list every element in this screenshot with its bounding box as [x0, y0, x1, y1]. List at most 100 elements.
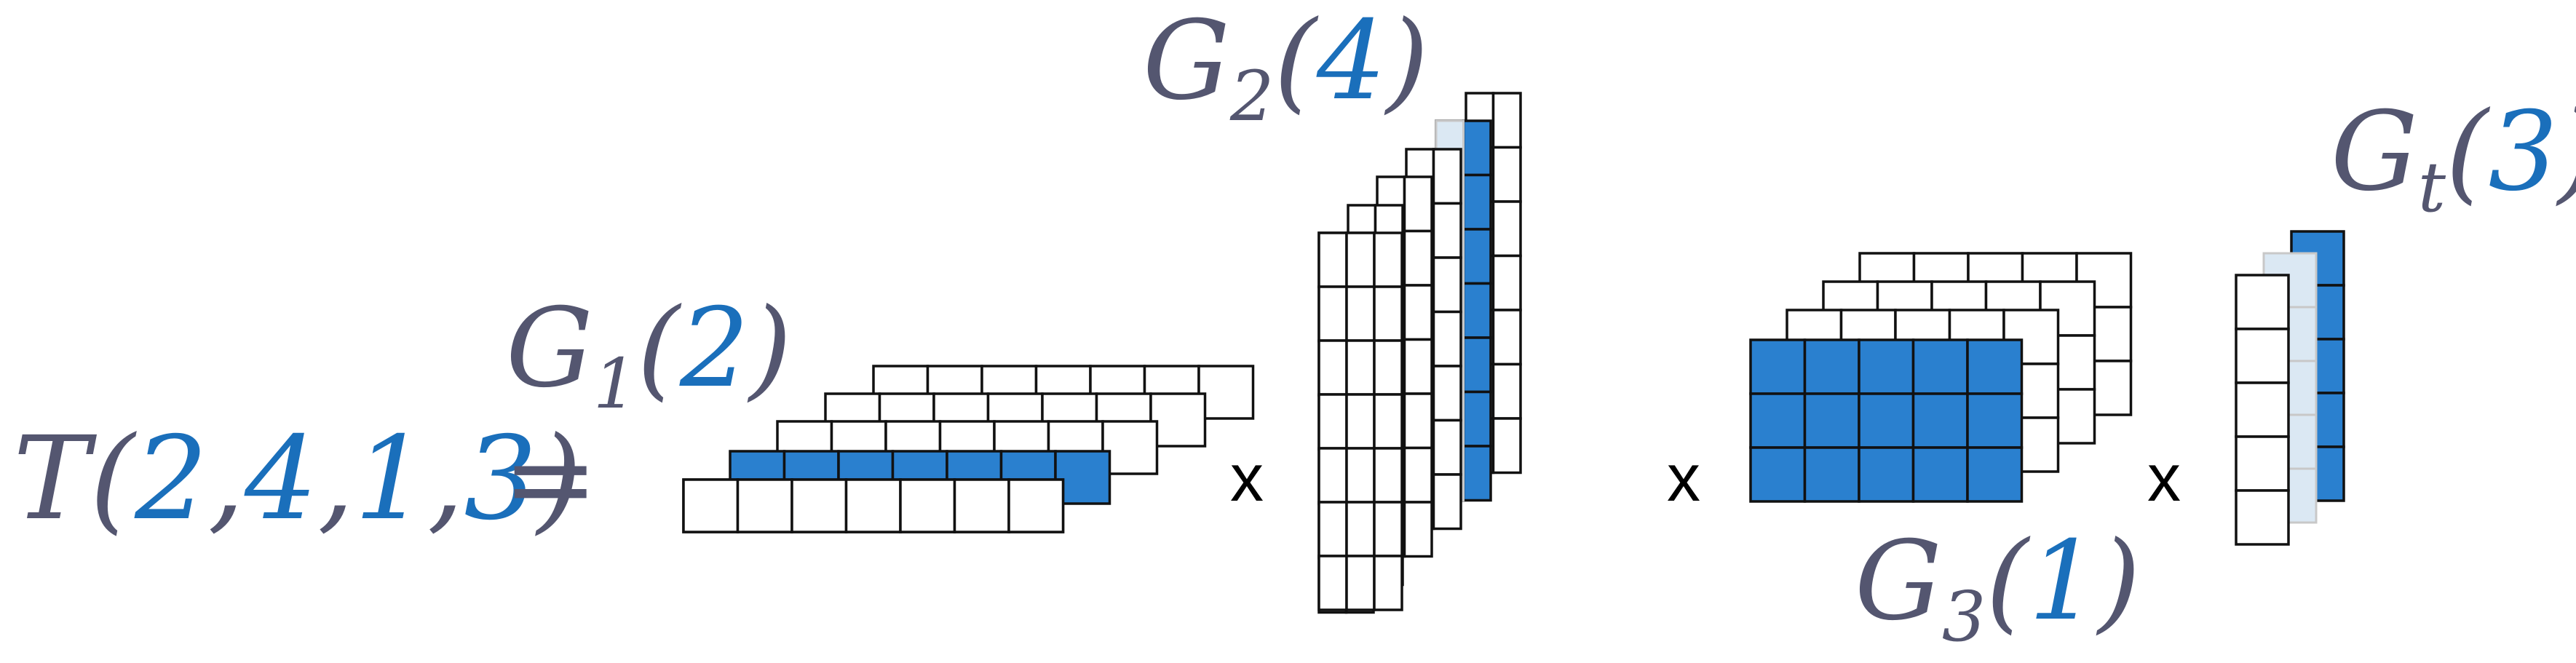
core-g2-slices [1317, 92, 1522, 614]
slice-cell [1432, 256, 1462, 314]
slice-cell [1345, 447, 1376, 504]
slice-cell [1432, 310, 1462, 368]
slice-cell [1345, 231, 1376, 288]
slice-cell [1007, 478, 1065, 533]
slice-cell [1803, 446, 1860, 503]
slice-cell [1373, 555, 1403, 611]
slice-cell [1803, 338, 1860, 395]
slice-cell [1373, 447, 1403, 504]
index-3: 1 [354, 412, 428, 546]
slice-cell [1403, 229, 1433, 287]
slice-cell [1432, 473, 1462, 531]
slice-cell [1345, 501, 1376, 557]
slice-cell [2235, 274, 2290, 330]
gt-slice-3 [2235, 274, 2290, 546]
slice-cell [1858, 392, 1915, 449]
core-label-g2: G2(4) [1143, 0, 1429, 137]
times-sign-3: x [2147, 441, 2181, 515]
slice-cell [1432, 365, 1462, 422]
slice-cell [1345, 555, 1376, 611]
slice-cell [1345, 393, 1376, 450]
slice-cell [1911, 446, 1969, 503]
slice-cell [1966, 446, 2024, 503]
comma-2: , [317, 412, 354, 546]
slice-cell [2235, 435, 2290, 492]
core-label-gt: Gt(3) [2331, 89, 2576, 228]
slice-cell [1858, 446, 1915, 503]
slice-cell [1462, 173, 1492, 231]
slice-cell [1491, 146, 1522, 203]
slice-cell [1373, 285, 1403, 342]
paren-close: ) [535, 412, 582, 546]
slice-cell [1432, 202, 1462, 259]
slice-cell [1858, 338, 1915, 395]
slice-cell [1966, 338, 2024, 395]
slice-cell [2235, 381, 2290, 438]
slice-cell [790, 478, 848, 533]
slice-cell [1491, 92, 1522, 149]
index-1: 2 [134, 412, 208, 546]
slice-cell [1403, 175, 1433, 233]
slice-cell [1911, 338, 1969, 395]
core-g3-slices [1749, 252, 2133, 503]
slice-cell [1491, 254, 1522, 311]
g2-front-slice [1317, 231, 1403, 611]
slice-cell [1317, 555, 1348, 611]
slice-cell [736, 478, 793, 533]
slice-cell [1749, 446, 1807, 503]
slice-cell [1911, 392, 1969, 449]
slice-cell [1491, 362, 1522, 420]
slice-cell [953, 478, 1010, 533]
slice-cell [899, 478, 956, 533]
core-label-g1: G1(2) [506, 285, 792, 424]
comma-3: , [427, 412, 464, 546]
g3-slice-4 [1749, 338, 2024, 503]
slice-cell [1373, 393, 1403, 450]
slice-cell [1317, 231, 1348, 288]
slice-cell [1462, 445, 1492, 502]
g1-slice-front [682, 478, 1065, 533]
slice-cell [1462, 119, 1492, 177]
slice-cell [1462, 228, 1492, 285]
paren-open: ( [90, 412, 137, 546]
slice-cell [682, 478, 740, 533]
slice-cell [1345, 339, 1376, 396]
equals-sign: = [502, 412, 598, 546]
slice-cell [1749, 338, 1807, 395]
slice-cell [1101, 420, 1159, 475]
slice-cell [1491, 200, 1522, 258]
slice-cell [1054, 450, 1111, 505]
slice-cell [2235, 489, 2290, 546]
slice-cell [1345, 285, 1376, 342]
slice-cell [1432, 418, 1462, 476]
index-2: 4 [244, 412, 318, 546]
slice-cell [1373, 231, 1403, 288]
slice-cell [1403, 284, 1433, 341]
index-4: 3 [464, 412, 537, 546]
times-sign-2: x [1667, 441, 1700, 515]
slice-cell [2235, 327, 2290, 384]
slice-cell [1462, 336, 1492, 394]
slice-cell [1317, 447, 1348, 504]
slice-cell [1197, 365, 1255, 420]
tensor-symbol: T [13, 412, 98, 546]
slice-cell [1462, 282, 1492, 339]
core-gt-slices [2235, 230, 2345, 546]
comma-1: , [208, 412, 245, 546]
slice-cell [1462, 390, 1492, 448]
slice-cell [1317, 339, 1348, 396]
core-g1-slices [682, 365, 1255, 533]
slice-cell [1373, 339, 1403, 396]
slice-cell [1803, 392, 1860, 449]
slice-cell [1373, 501, 1403, 557]
slice-cell [1432, 148, 1462, 205]
slice-cell [1403, 501, 1433, 558]
slice-cell [1749, 392, 1807, 449]
g1-slice-3 [776, 420, 1159, 475]
slice-cell [844, 478, 902, 533]
slice-cell [1491, 417, 1522, 475]
slice-cell [1966, 392, 2024, 449]
slice-cell [1403, 446, 1433, 504]
slice-cell [1403, 338, 1433, 395]
